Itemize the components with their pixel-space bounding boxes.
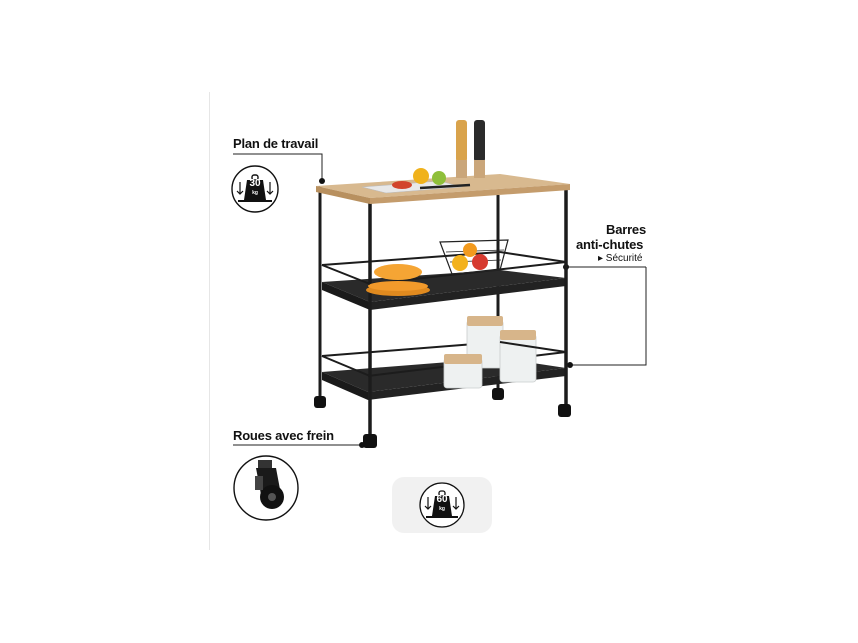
worktop-label: Plan de travail	[233, 136, 319, 151]
kitchen-cart	[314, 120, 571, 448]
safety-sublabel: ▸ Sécurité	[598, 253, 643, 264]
wheels-label: Roues avec frein	[233, 428, 334, 443]
bars-label-line2: anti-chutes	[576, 237, 644, 252]
callout-lines	[233, 153, 647, 446]
worktop-weight-badge	[231, 165, 279, 213]
bars-callout-dot-bottom	[567, 362, 573, 368]
wheel-detail-icon	[233, 455, 299, 521]
top-weight-unit: kg	[252, 190, 258, 196]
worktop-callout-dot	[319, 178, 325, 184]
bars-label-line1: Barres	[606, 222, 646, 237]
total-weight-badge	[392, 477, 492, 533]
total-weight-unit: kg	[439, 506, 445, 512]
divider-line	[209, 92, 210, 550]
total-weight-value: 60	[436, 494, 448, 505]
top-weight-value: 30	[249, 178, 261, 189]
